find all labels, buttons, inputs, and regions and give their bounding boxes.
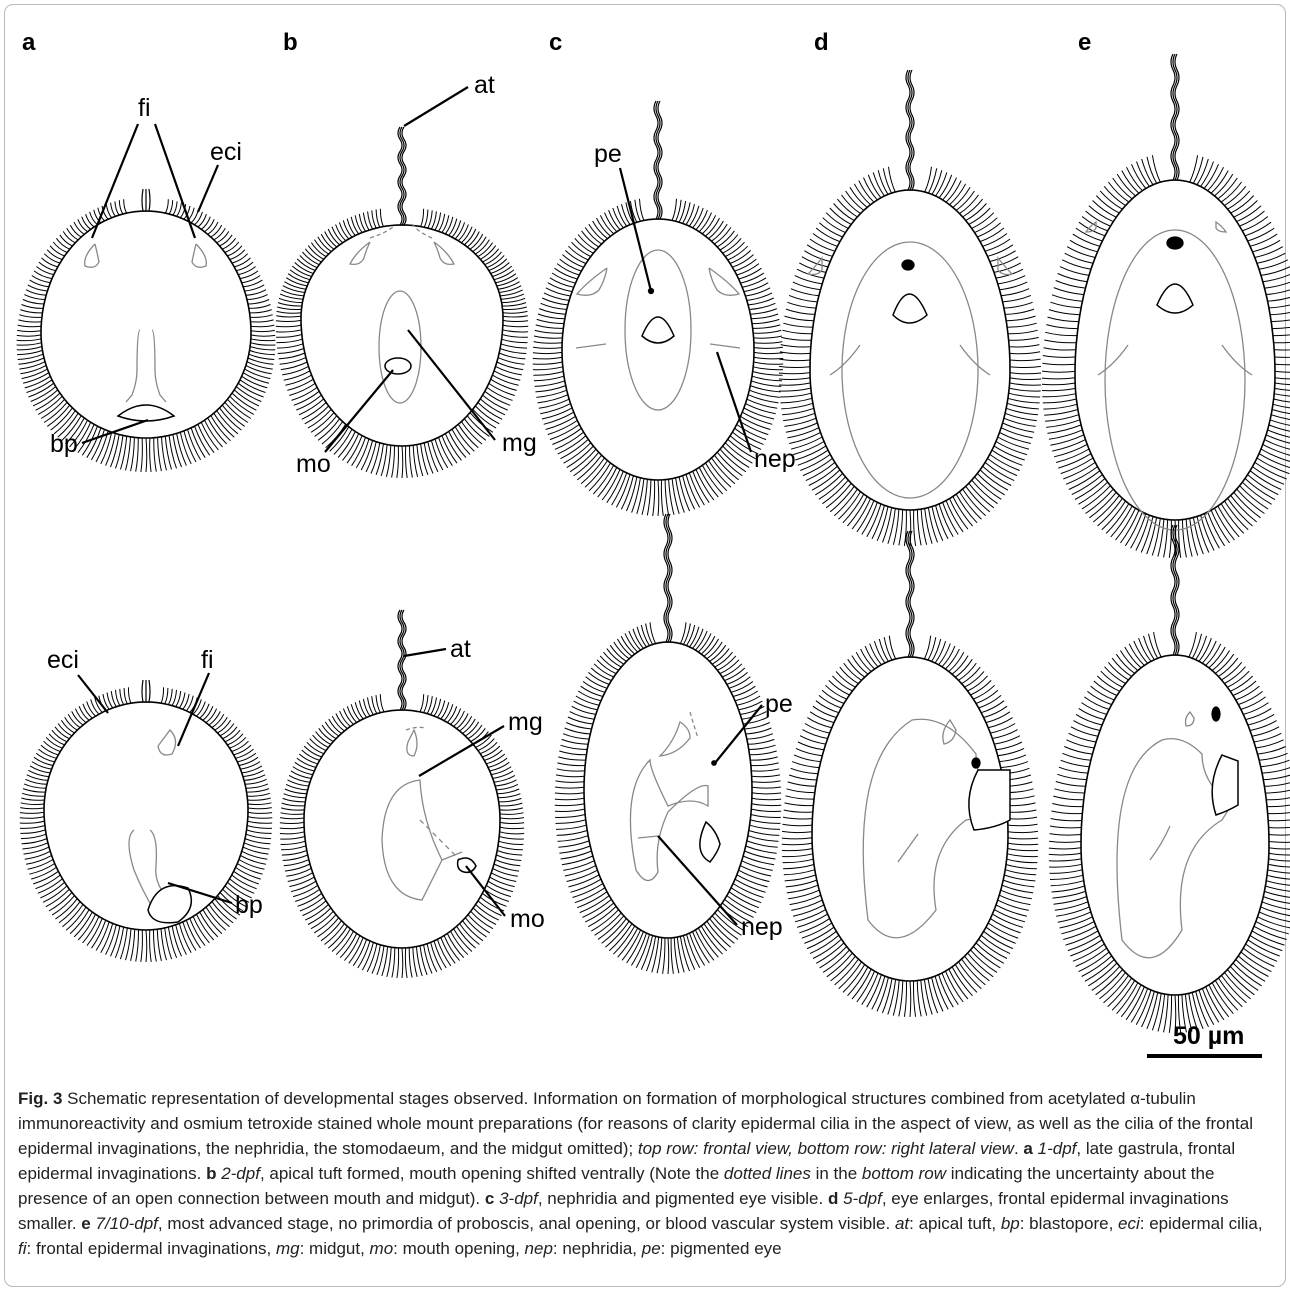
label-b-top-mg: mg	[502, 429, 537, 457]
caption-segment: : apical tuft,	[909, 1214, 1001, 1233]
body-outline	[1081, 655, 1269, 995]
caption-segment: : pigmented eye	[661, 1239, 782, 1258]
caption-segment: , most advanced stage, no primordia of p…	[158, 1214, 895, 1233]
pigmented-eye	[902, 260, 914, 270]
apical-tuft	[398, 127, 406, 225]
larva-d-bottom	[782, 531, 1038, 1017]
caption-segment: : mouth opening,	[393, 1239, 524, 1258]
frontal-invagination-left	[808, 258, 822, 275]
caption-segment: : nephridia,	[553, 1239, 642, 1258]
caption-segment: 7/10-dpf	[96, 1214, 158, 1233]
apical-tuft	[142, 680, 150, 702]
label-c-top-pe: pe	[594, 140, 622, 168]
caption-segment: 2-dpf	[221, 1164, 260, 1183]
caption-segment: : frontal epidermal invaginations,	[27, 1239, 276, 1258]
caption-segment: top row: frontal view, bottom row: right…	[638, 1139, 1014, 1158]
caption-segment: at	[895, 1214, 909, 1233]
apical-tuft	[1171, 54, 1179, 180]
caption-segment: pe	[642, 1239, 661, 1258]
body-outline	[584, 642, 752, 938]
pigmented-eye	[1167, 237, 1183, 249]
caption-segment: mg	[276, 1239, 300, 1258]
mouth-opening	[385, 358, 411, 374]
caption-segment: 5-dpf	[843, 1189, 882, 1208]
larva-e-top	[1042, 54, 1290, 558]
apical-tuft	[1171, 525, 1179, 655]
label-b-top-at: at	[474, 71, 495, 99]
panel-letter-b: b	[283, 29, 298, 56]
apical-tuft	[906, 531, 914, 657]
panel-letter-e: e	[1078, 29, 1091, 56]
caption-segment: bp	[1001, 1214, 1020, 1233]
label-c-bottom-nep: nep	[741, 913, 783, 941]
leader-a-top-eci	[198, 165, 218, 212]
larva-b-bottom	[280, 610, 524, 978]
label-a-top-bp: bp	[50, 430, 78, 458]
caption-segment: nep	[525, 1239, 553, 1258]
caption-segment: in the	[811, 1164, 862, 1183]
caption-figure-label: Fig. 3	[18, 1089, 62, 1108]
caption-segment: c	[485, 1189, 494, 1208]
body-outline	[41, 211, 251, 438]
label-b-top-mo: mo	[296, 450, 331, 478]
frontal-invagination-left	[1086, 222, 1096, 232]
caption-segment: .	[1014, 1139, 1023, 1158]
larva-e-bottom	[1049, 525, 1290, 1033]
larva-a-bottom	[20, 680, 273, 962]
apical-tuft	[398, 610, 406, 710]
label-c-bottom-pe: pe	[765, 690, 793, 718]
label-a-bottom-eci: eci	[47, 646, 79, 674]
caption-segment: : epidermal cilia,	[1140, 1214, 1263, 1233]
body-outline	[562, 219, 754, 480]
caption-segment: dotted lines	[724, 1164, 811, 1183]
caption-segment: eci	[1118, 1214, 1140, 1233]
caption-segment: e	[81, 1214, 90, 1233]
apical-tuft	[664, 514, 672, 642]
leader-b-bottom-at	[404, 649, 446, 656]
caption-segment: d	[828, 1189, 838, 1208]
pigmented-eye	[1212, 707, 1220, 721]
body-outline	[810, 190, 1010, 510]
scale-bar-label: 50 µm	[1173, 1022, 1244, 1050]
label-b-bottom-mg: mg	[508, 708, 543, 736]
caption-segment: , nephridia and pigmented eye visible.	[538, 1189, 828, 1208]
apical-tuft	[142, 189, 150, 211]
caption-segment: mo	[370, 1239, 394, 1258]
body-outline	[1075, 180, 1275, 520]
caption-segment: : blastopore,	[1020, 1214, 1118, 1233]
caption-segment: bottom row	[862, 1164, 946, 1183]
caption-segment: fi	[18, 1239, 27, 1258]
label-a-bottom-fi: fi	[201, 646, 214, 674]
larva-b-top	[276, 127, 528, 478]
label-a-bottom-bp: bp	[235, 891, 263, 919]
larva-c-bottom	[555, 514, 781, 974]
frontal-invagination-right	[998, 258, 1012, 275]
larva-d-top	[779, 70, 1041, 546]
label-a-top-eci: eci	[210, 138, 242, 166]
caption-segment: 1-dpf	[1038, 1139, 1077, 1158]
caption-segment: b	[206, 1164, 216, 1183]
panel-letter-c: c	[549, 29, 562, 56]
panel-letter-a: a	[22, 29, 36, 56]
label-b-bottom-at: at	[450, 635, 471, 663]
figure-caption: Fig. 3 Schematic representation of devel…	[18, 1086, 1274, 1261]
apical-tuft	[906, 70, 914, 190]
caption-segment: 3-dpf	[499, 1189, 538, 1208]
label-a-top-fi: fi	[138, 94, 151, 122]
pigmented-eye	[972, 758, 980, 768]
label-c-top-nep: nep	[754, 445, 796, 473]
panel-letter-d: d	[814, 29, 829, 56]
larva-c-top	[533, 101, 783, 516]
leader-a-bottom-eci	[78, 675, 108, 713]
caption-segment: , apical tuft formed, mouth opening shif…	[260, 1164, 724, 1183]
label-b-bottom-mo: mo	[510, 905, 545, 933]
leader-b-top-at	[404, 87, 468, 126]
mouth-opening	[969, 770, 1010, 830]
caption-segment: a	[1023, 1139, 1032, 1158]
apical-tuft	[654, 101, 662, 219]
caption-segment: : midgut,	[300, 1239, 370, 1258]
figure-artwork: a b c d e fi eci bp at mo mg pe nep eci …	[0, 0, 1290, 1080]
